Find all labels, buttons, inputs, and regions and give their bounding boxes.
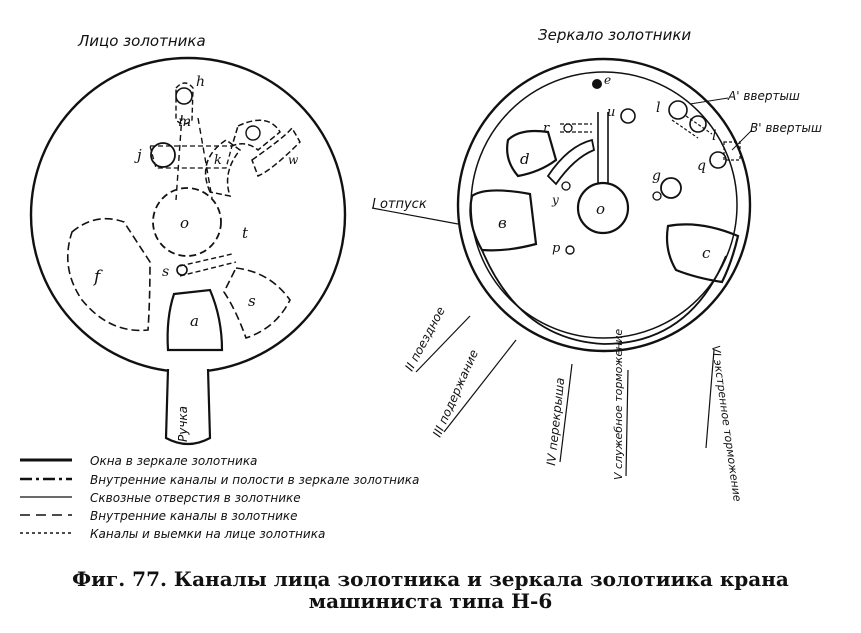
handle — [164, 368, 212, 446]
face-letter-a: a — [190, 312, 199, 330]
legend-label-3: Сквозные отверстия в золотнике — [90, 491, 301, 505]
face-hole-h — [175, 87, 193, 105]
mirror-hole-y — [561, 181, 571, 191]
position-line-2 — [415, 315, 471, 373]
legend-label-2: Внутренние каналы и полости в зеркале зо… — [90, 473, 419, 487]
face-letter-m: m — [178, 114, 191, 130]
mirror-channel-u — [597, 112, 609, 184]
position-label-1: I отпуск — [372, 197, 427, 212]
face-slot-w2 — [251, 126, 301, 177]
face-window-a — [166, 288, 224, 352]
mirror-window-c — [665, 223, 740, 284]
face-letter-w: w — [288, 153, 299, 167]
face-hole-s — [176, 264, 188, 276]
mirror-letter-c: c — [702, 244, 711, 262]
mirror-lower-arc — [481, 249, 727, 345]
mirror-letter-e: e — [604, 73, 611, 87]
legend-label-5: Каналы и выемки на лице золотника — [90, 527, 325, 541]
face-hole-w — [245, 125, 261, 141]
position-line-5 — [625, 369, 629, 477]
mirror-outer-circle — [456, 57, 752, 353]
face-cavity-f — [66, 217, 151, 332]
mirror-letter-g: g — [652, 168, 661, 184]
legend-label-1: Окна в зеркале золотника — [90, 454, 257, 468]
mirror-hole-r — [563, 123, 573, 133]
title-valve-mirror: Зеркало золотники — [538, 26, 691, 44]
mirror-hole-e — [592, 79, 602, 89]
mirror-letter-p: p — [552, 241, 561, 256]
face-letter-k: k — [214, 153, 222, 168]
mirror-letter-r: r — [543, 121, 550, 136]
legend-label-4: Внутренние каналы в золотнике — [90, 509, 298, 523]
face-letter-o: o — [180, 214, 189, 232]
mirror-letter-u: u — [607, 105, 615, 120]
mirror-hole-g-small — [652, 191, 662, 201]
position-label-5: V служебное торможение — [612, 329, 625, 480]
mirror-insert-b — [723, 141, 741, 161]
mirror-letter-l2: l — [712, 128, 716, 144]
callout-b: B' ввертыш — [750, 121, 822, 135]
handle-label: Ручка — [176, 406, 190, 442]
face-channel-k — [149, 145, 233, 169]
mirror-window-d — [506, 129, 558, 178]
position-line-3 — [443, 339, 517, 433]
callout-a: A' ввертыш — [727, 89, 800, 103]
callout-line-b — [731, 129, 753, 151]
face-channel-t — [179, 253, 237, 277]
face-channel-m — [175, 114, 213, 201]
figure-caption-line-1: Фиг. 77. Каналы лица золотника и зеркала… — [72, 567, 789, 591]
face-cavity-s — [223, 267, 291, 340]
position-line-4 — [559, 363, 573, 463]
face-hole-j — [150, 142, 176, 168]
mirror-slot-r — [560, 123, 592, 133]
mirror-letter-q: q — [697, 158, 706, 174]
face-slot-w1 — [230, 119, 281, 151]
face-letter-f: f — [92, 267, 103, 287]
valve-mirror-disk: e u r d l l q g y o в p c A' ввертыш B' … — [456, 57, 822, 353]
mirror-letter-l1: l — [656, 100, 660, 116]
mirror-channel-l — [671, 115, 713, 139]
face-hub — [152, 187, 222, 257]
position-line-6 — [705, 349, 715, 449]
mirror-hub — [576, 181, 630, 235]
mirror-hole-u — [620, 108, 636, 124]
mirror-letter-d: d — [520, 150, 530, 168]
face-letter-s: s — [248, 292, 256, 310]
mirror-hole-p — [565, 245, 575, 255]
valve-face-disk: Ручка h m j k w o t s f a s — [29, 56, 347, 446]
position-label-3: III подержание — [430, 348, 481, 440]
mirror-letter-o: o — [596, 200, 605, 218]
face-channel-h — [175, 82, 194, 125]
face-letter-h: h — [196, 74, 205, 90]
face-letter-s-small: s — [162, 264, 169, 280]
mirror-hole-l1 — [668, 100, 688, 120]
face-letter-j: j — [134, 146, 142, 164]
figure-caption-line-2: машиниста типа Н-6 — [308, 589, 553, 613]
callout-line-a — [689, 97, 729, 105]
face-letter-t: t — [242, 224, 249, 242]
valve-diagram: Лицо золотника Зеркало золотники Ручка h — [20, 26, 822, 541]
mirror-hole-g — [660, 177, 682, 199]
mirror-letter-y: y — [551, 193, 559, 207]
title-valve-face: Лицо золотника — [77, 32, 206, 50]
legend: Окна в зеркале золотника Внутренние кана… — [20, 454, 419, 541]
position-label-4: IV перекрыша — [544, 377, 567, 466]
position-label-6: VI экстренное торможение — [709, 345, 744, 503]
mirror-channel-d — [546, 138, 596, 186]
mirror-letter-b: в — [498, 214, 507, 232]
mirror-hole-l2 — [689, 115, 707, 133]
mirror-window-b — [469, 189, 538, 252]
position-line-1 — [371, 207, 459, 225]
